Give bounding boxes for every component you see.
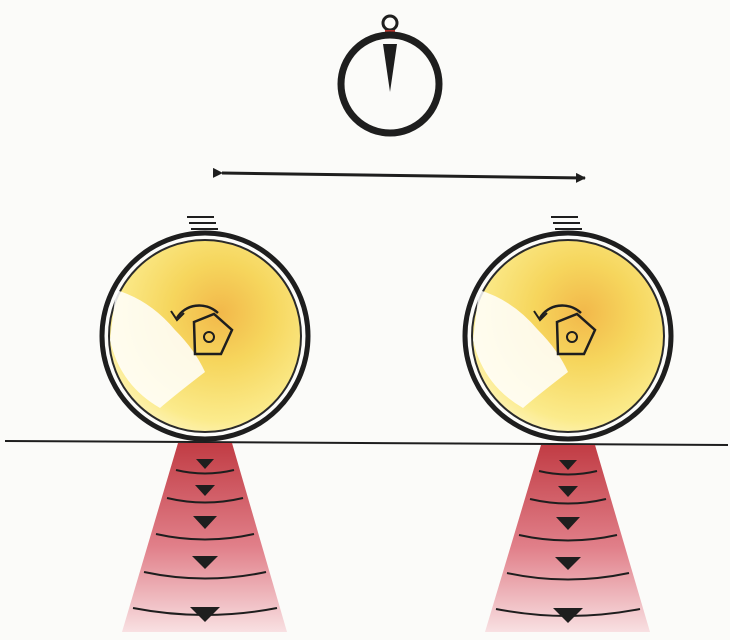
hub-icon: [555, 312, 597, 356]
pressure-arrow-icons: [190, 459, 220, 622]
stopwatch-icon: [337, 14, 443, 137]
travel-arrow: [212, 167, 586, 183]
left-pressure-cone: [122, 443, 287, 632]
ground-line: [4, 440, 729, 446]
motion-lines: [187, 216, 218, 230]
rotation-arrow-icon: [170, 304, 219, 322]
right-pressure-cone: [485, 445, 650, 632]
pressure-arrow-icons: [553, 460, 583, 623]
right-wheel: [462, 216, 674, 442]
hub-icon: [192, 312, 234, 356]
rotation-arrow-icon: [533, 304, 582, 322]
motion-lines: [551, 216, 582, 230]
left-wheel: [99, 216, 311, 442]
